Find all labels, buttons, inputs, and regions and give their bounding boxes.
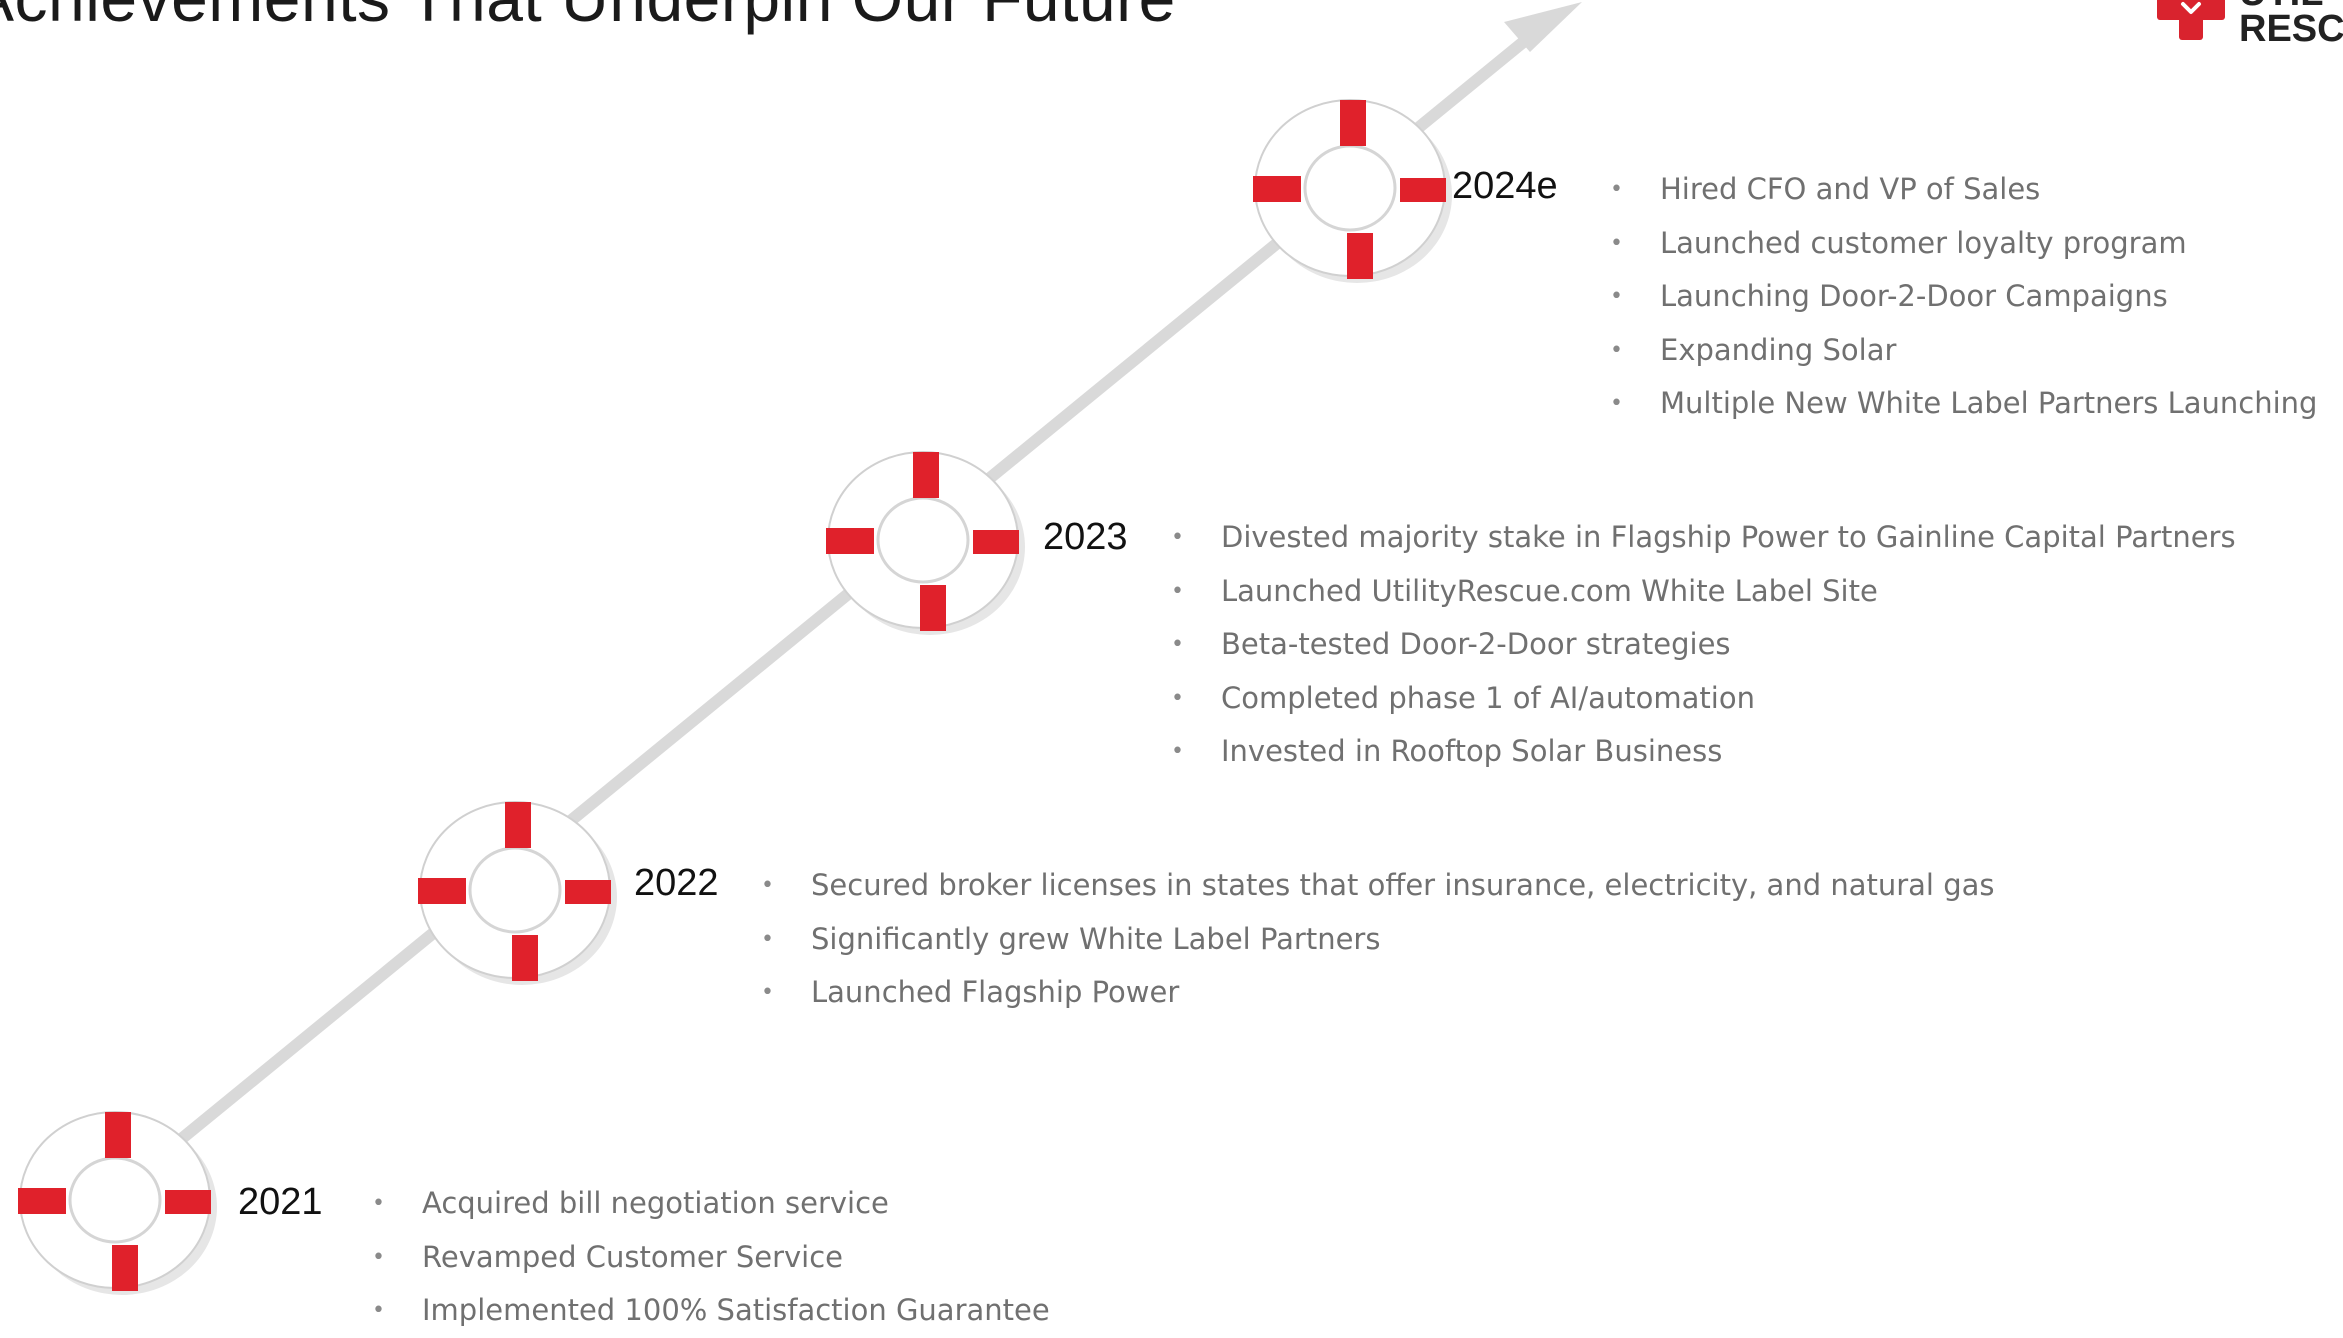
company-logo: UTIL RESC (2155, 0, 2343, 50)
list-item: •Divested majority stake in Flagship Pow… (1171, 520, 2236, 554)
page-title: Achievements That Underpin Our Future (0, 0, 1176, 36)
list-item: •Significantly grew White Label Partners (761, 921, 1381, 956)
list-item: •Expanding Solar (1610, 332, 1897, 367)
year-label-2023: 2023 (1043, 516, 1128, 558)
milestone-2024e-list: •Hired CFO and VP of Sales •Launched cus… (1610, 163, 2317, 431)
list-item: •Hired CFO and VP of Sales (1610, 172, 2041, 206)
life-ring-icon (418, 801, 617, 985)
year-label-2024e: 2024e (1452, 165, 1558, 207)
list-item: •Beta-tested Door-2-Door strategies (1171, 627, 1731, 661)
year-label-2022: 2022 (634, 862, 719, 904)
year-label-2021: 2021 (238, 1181, 323, 1223)
life-ring-icon (826, 451, 1025, 635)
milestone-2021-list: •Acquired bill negotiation service •Reva… (372, 1177, 1050, 1338)
milestone-2023-list: •Divested majority stake in Flagship Pow… (1171, 511, 2236, 779)
life-ring-icon (18, 1111, 217, 1295)
list-item: •Launched UtilityRescue.com White Label … (1171, 573, 1878, 608)
list-item: •Revamped Customer Service (372, 1239, 844, 1274)
list-item: •Implemented 100% Satisfaction Guarantee (372, 1293, 1050, 1327)
list-item: •Launched customer loyalty program (1610, 225, 2187, 260)
list-item: •Launching Door-2-Door Campaigns (1610, 279, 2168, 313)
list-item: •Invested in Rooftop Solar Business (1171, 734, 1723, 768)
list-item: •Launched Flagship Power (761, 975, 1180, 1009)
logo-word-bottom: RESC (2239, 8, 2343, 50)
life-ring-icon (1253, 99, 1452, 283)
list-item: •Completed phase 1 of AI/automation (1171, 680, 1755, 715)
list-item: •Acquired bill negotiation service (372, 1186, 889, 1220)
timeline-arrowhead (1504, 2, 1582, 52)
milestone-2022-list: •Secured broker licenses in states that … (761, 859, 1995, 1020)
list-item: •Secured broker licenses in states that … (761, 868, 1995, 902)
list-item: •Multiple New White Label Partners Launc… (1610, 386, 2318, 420)
red-cross-logo-icon (2157, 0, 2225, 40)
logo-word-top: UTIL (2239, 0, 2323, 12)
